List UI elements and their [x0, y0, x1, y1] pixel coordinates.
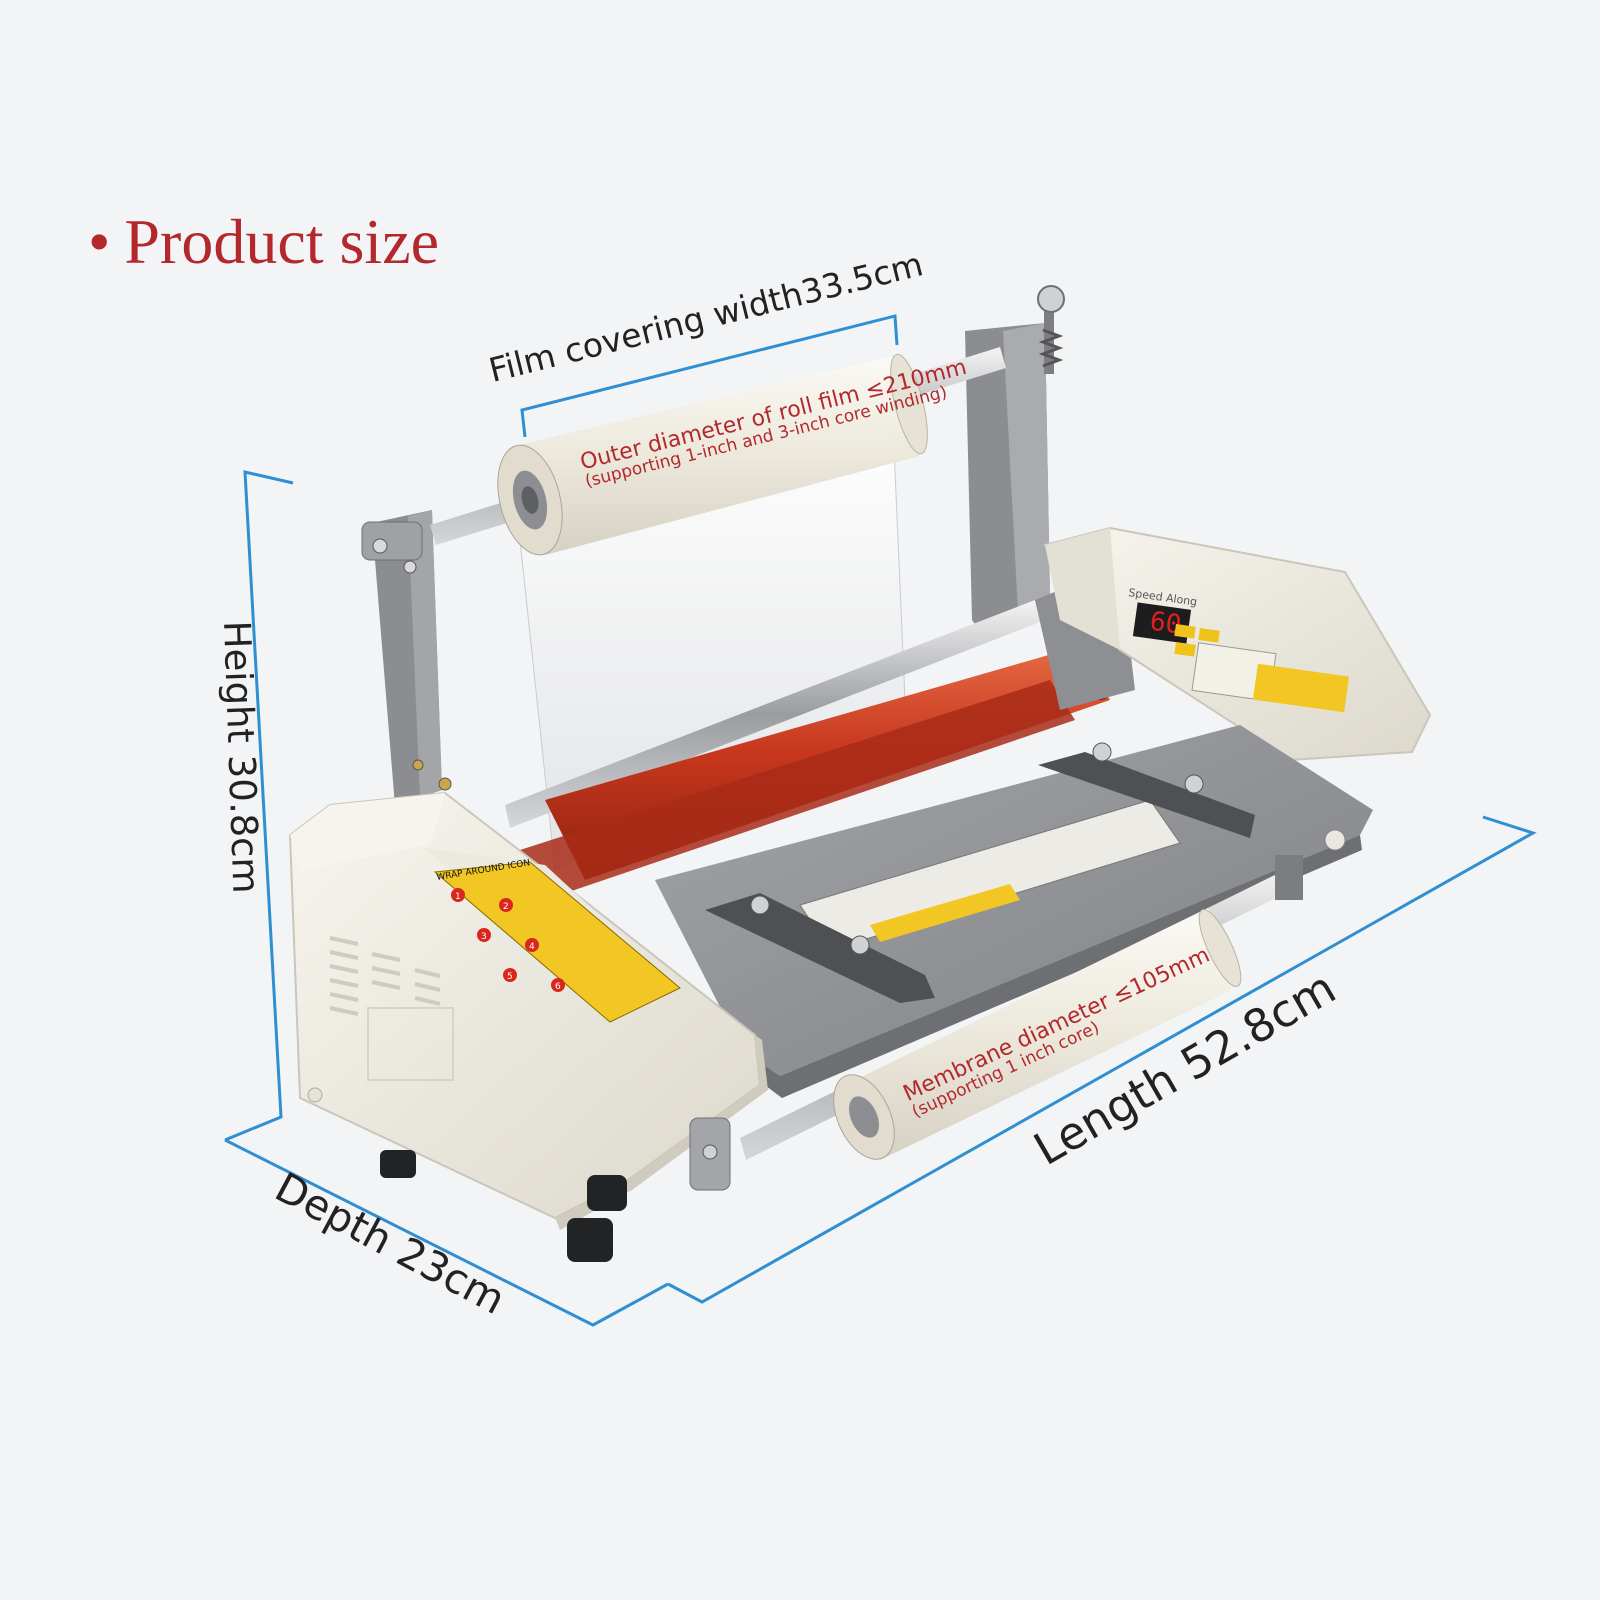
control-box: 60 Speed Along — [1043, 526, 1432, 762]
bottom-film-roll — [833, 908, 1242, 1160]
control-button[interactable] — [1198, 628, 1220, 643]
page-title: •Product size — [88, 205, 439, 279]
wrap-step-marker — [551, 978, 565, 992]
wrap-step-marker — [451, 888, 465, 902]
wrap-step-number: 2 — [503, 902, 509, 912]
wrap-step-number: 1 — [455, 892, 461, 902]
wrap-steps: 1 2 3 4 5 6 — [451, 888, 565, 992]
wrap-step-number: 6 — [555, 982, 561, 992]
dimension-lines — [224, 314, 1537, 1327]
power-socket[interactable] — [307, 1087, 323, 1103]
wrap-step-number: 4 — [529, 942, 535, 952]
depth-line — [224, 1138, 669, 1327]
vent-slots — [329, 936, 441, 1016]
feed-tray — [655, 725, 1373, 1098]
wrap-step-number: 5 — [507, 972, 513, 982]
height-line — [224, 470, 294, 1142]
wrap-step-marker — [477, 928, 491, 942]
page-title-text: Product size — [124, 206, 439, 277]
control-button[interactable] — [1174, 624, 1196, 639]
length-line — [667, 815, 1537, 1304]
feet — [380, 1150, 627, 1262]
film-width-line — [520, 314, 899, 438]
bottom-right-bracket — [1275, 855, 1303, 900]
warning-label — [1252, 663, 1350, 713]
wrap-step-number: 3 — [481, 932, 487, 942]
top-film-roll — [497, 353, 928, 556]
guide-bar-right[interactable] — [1038, 752, 1255, 838]
wrap-step-marker — [503, 968, 517, 982]
middle-shaft — [505, 600, 1040, 828]
rear-frame — [361, 285, 1065, 806]
control-button[interactable] — [1174, 642, 1196, 657]
wrap-around-sticker — [433, 861, 681, 1023]
bullet: • — [88, 206, 111, 277]
wrap-step-marker — [525, 938, 539, 952]
wrap-step-marker — [499, 898, 513, 912]
guide-bar-left[interactable] — [705, 893, 935, 1003]
